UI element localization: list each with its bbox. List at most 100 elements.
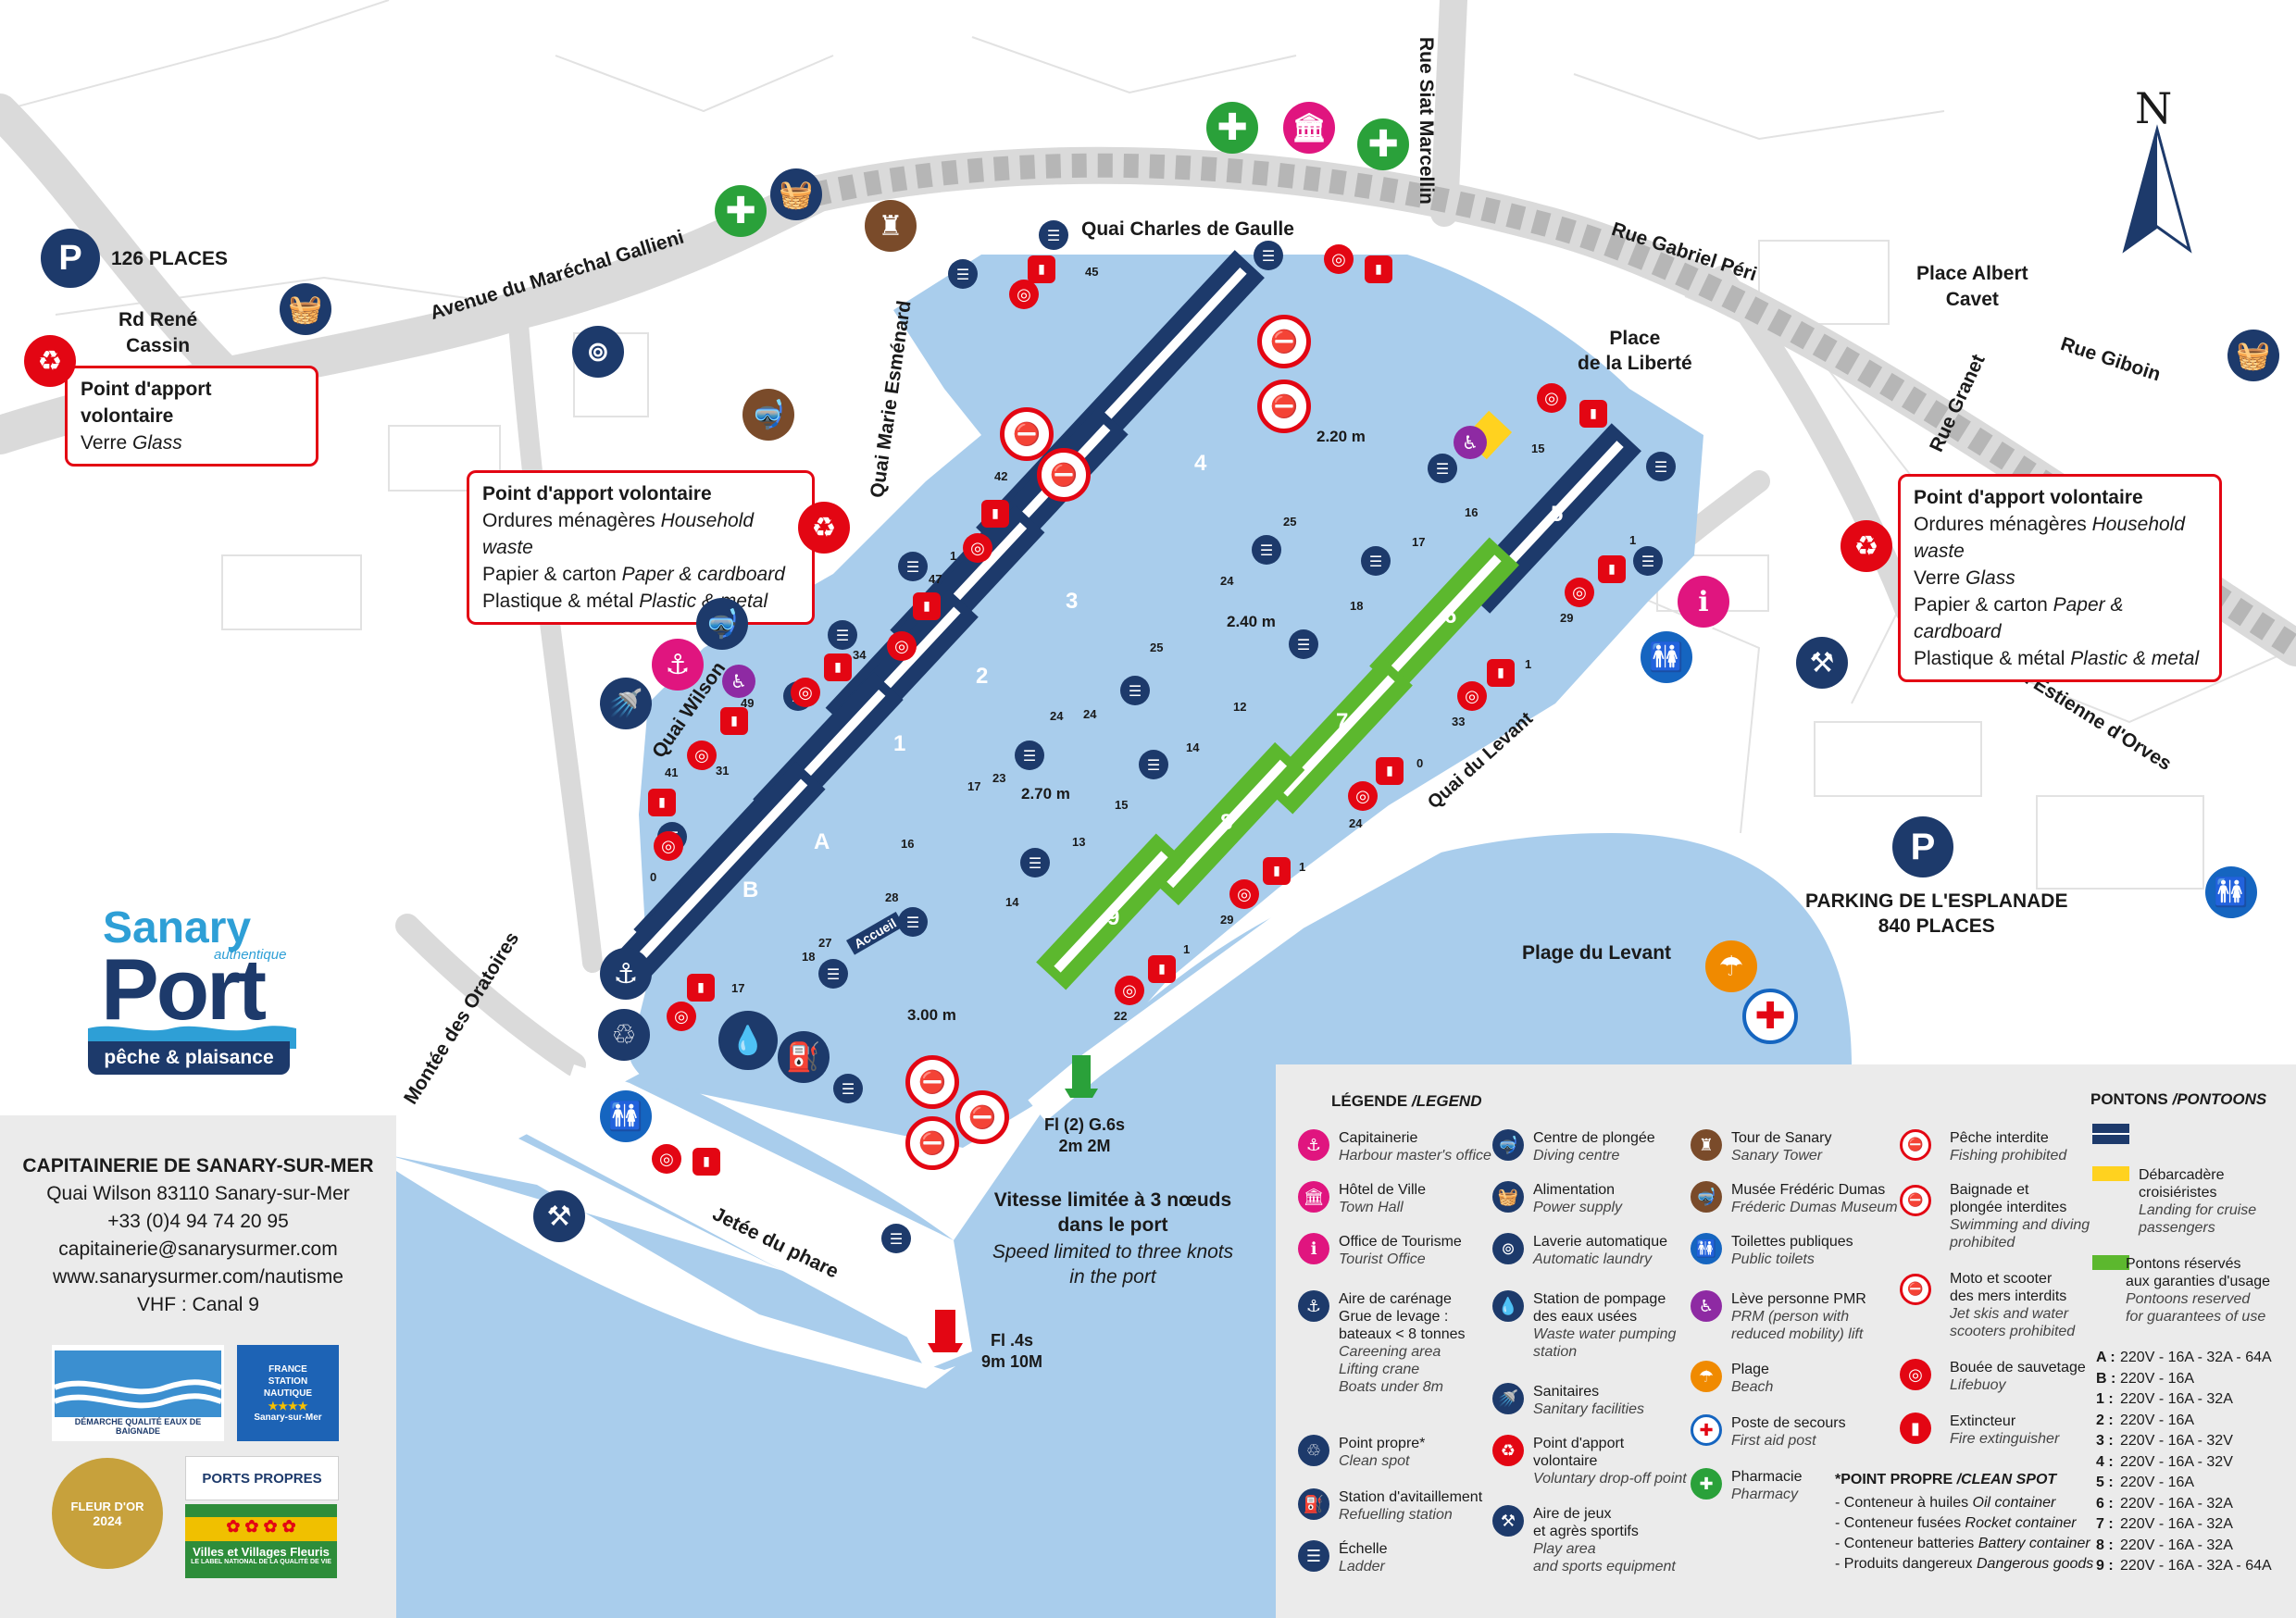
berth-num: 0 [1416,756,1424,770]
power-row: 7 :220V - 16A - 32A [2096,1516,2233,1532]
berth-num: 31 [716,764,730,778]
berth-num: 1 [1299,860,1306,874]
ladder-icon: ☰ [1020,848,1050,877]
fuel-pump-icon: ⛽ [1298,1488,1329,1520]
berth-num: 24 [1083,707,1097,721]
place-liberte: Place de la Liberté [1578,328,1692,374]
demarche-qualite-badge: DÉMARCHE QUALITÉ EAUX DE BAIGNADE [52,1345,224,1441]
berth-num: 34 [853,648,867,662]
no-jetski-icon: ⛔ [955,1090,1009,1144]
pontoon-label-6: 6 [1444,604,1457,629]
lifebuoy-icon: ◎ [887,631,917,661]
contact-email[interactable]: capitainerie@sanarysurmer.com [58,1238,338,1260]
villes-flowers: ✿ ✿ ✿ ✿ [185,1517,337,1541]
recycle-person-icon: ♻ [24,335,76,387]
extinguisher-icon: ▮ [1376,757,1404,785]
extinguisher-icon: ▮ [1148,955,1176,983]
power-row: 9 :220V - 16A - 32A - 64A [2096,1558,2272,1574]
ladder-icon: ☰ [1361,546,1391,576]
berth-num: 23 [992,771,1006,785]
ladder-icon: ☰ [1039,220,1068,250]
parking-west-label: 126 PLACES [111,248,229,269]
dropoff-box-west: Point d'apport volontaire Verre Glass [65,366,318,467]
north-arrow [2122,124,2192,254]
ladder-icon: ☰ [881,1224,911,1253]
playground-icon: ⚒ [533,1190,585,1242]
villes-sub: LE LABEL NATIONAL DE LA QUALITÉ DE VIE [191,1559,331,1565]
fuel-pump-icon: ⛽ [778,1031,830,1083]
ladder-icon: ☰ [1289,629,1318,659]
recycle-person-icon: ♻ [1492,1435,1524,1466]
legend-item: Aire de carénage Grue de levage : bateau… [1339,1291,1466,1395]
ladder-icon: ☰ [818,959,848,989]
parking-icon-east: P [1892,816,1953,877]
depth-270: 2.70 m [1021,785,1070,803]
street-rue-siat: Rue Siat Marcellin [1416,37,1437,205]
contact-phone[interactable]: +33 (0)4 94 74 20 95 [107,1211,289,1232]
extinguisher-icon: ▮ [1028,255,1055,283]
water-drop-icon: 💧 [1492,1290,1524,1322]
berth-num: 41 [665,765,679,779]
berth-num: 25 [1283,515,1297,529]
pontoon-swatch-navy [2092,1124,2129,1144]
first-aid-icon: ✚ [1691,1414,1722,1446]
no-swimming-icon: ⛔ [1257,380,1311,433]
lifebuoy-icon: ◎ [1324,244,1354,274]
water-drop-icon: 💧 [718,1011,778,1070]
ladder-icon: ☰ [898,907,928,937]
france-station-badge: FRANCE STATION NAUTIQUE ★★★★ Sanary-sur-… [237,1345,339,1441]
umbrella-icon: ☂ [1705,940,1757,992]
no-fishing-icon: ⛔ [1037,448,1091,502]
berth-num: 13 [1072,835,1086,849]
washing-machine-icon: ⊚ [572,326,624,378]
extinguisher-icon: ▮ [1579,400,1607,428]
berth-num: 1 [950,549,957,563]
berth-num: 17 [731,981,745,995]
berth-num: 18 [1350,599,1364,613]
dropoff-line: Papier & carton Paper & cardboard [1914,594,2124,642]
fleur-year: 2024 [93,1512,122,1528]
dropoff-line: Plastique & métal Plastic & metal [482,591,768,612]
plage-levant: Plage du Levant [1522,942,1672,964]
tower-icon: ♜ [865,200,917,252]
dropoff-line: Papier & carton Paper & cardboard [482,564,785,585]
depth-300: 3.00 m [907,1006,956,1024]
contact-title: CAPITAINERIE DE SANARY-SUR-MER [22,1155,374,1176]
contact-web[interactable]: www.sanarysurmer.com/nautisme [53,1266,343,1288]
lifebuoy-icon: ◎ [1348,781,1378,811]
demarche-text: DÉMARCHE QUALITÉ EAUX DE BAIGNADE [74,1417,202,1436]
ladder-icon: ☰ [1252,535,1281,565]
dropoff-box-mid: Point d'apport volontaire Ordures ménagè… [467,470,815,625]
diver-icon: 🤿 [696,598,748,650]
berth-num: 29 [1220,913,1234,927]
fs-town: Sanary-sur-Mer [254,1413,322,1423]
contact-panel: CAPITAINERIE DE SANARY-SUR-MER Quai Wils… [0,1115,396,1618]
clean-spot-title: *POINT PROPRE /CLEAN SPOT [1835,1472,2057,1487]
legend-item: Point propre*Clean spot [1339,1436,1426,1469]
wheelchair-icon: ♿ [722,665,755,698]
dropoff-line: Verre Glass [81,432,182,454]
power-row: 2 :220V - 16A [2096,1412,2195,1428]
berth-num: 42 [994,469,1008,483]
clean-item: - Produits dangereux Dangerous goods [1835,1556,2094,1572]
pontoon-label-b: B [742,877,759,902]
lifebuoy-icon: ◎ [1457,681,1487,711]
anchor-icon: ⚓ [652,639,704,691]
dropoff-title: Point d'apport volontaire [81,379,212,427]
pontoon-label-a: A [814,829,830,854]
berth-num: 16 [1465,505,1479,519]
pontoons-navy [618,250,1641,979]
lifebuoy-icon: ◎ [1009,280,1039,309]
town-hall-icon: 🏛 [1283,102,1335,154]
power-row: 5 :220V - 16A [2096,1475,2195,1490]
contact-address: Quai Wilson 83110 Sanary-sur-Mer [46,1183,350,1204]
